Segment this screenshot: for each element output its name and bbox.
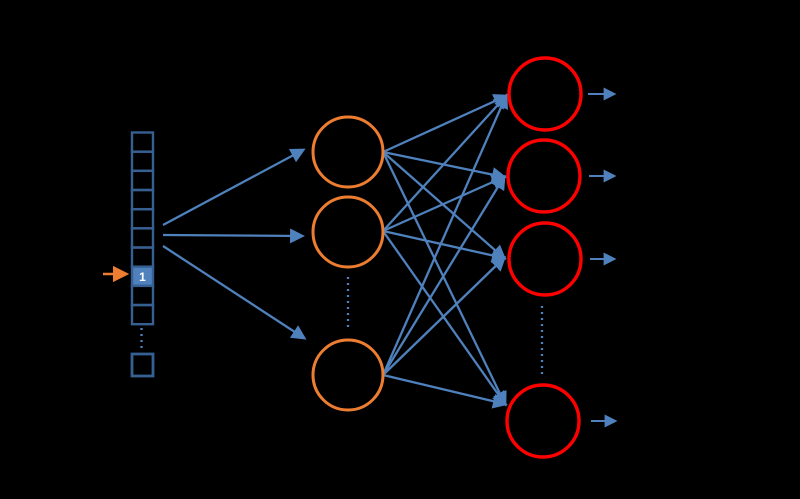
input-vector-cell	[130, 131, 155, 153]
hidden-to-output-edge	[382, 93, 509, 232]
input-to-hidden-arrow	[162, 148, 306, 227]
hidden-to-output-edge	[382, 175, 507, 233]
input-vector-cell	[130, 284, 155, 307]
input-vector-cell	[130, 227, 155, 249]
hidden-to-output-edge	[382, 94, 509, 154]
input-active-value: 1	[139, 270, 146, 284]
input-vector-cell	[130, 303, 155, 326]
input-to-hidden-arrow	[162, 228, 305, 244]
hidden-neuron	[311, 115, 385, 189]
input-vector-cell	[130, 169, 155, 192]
hidden-neuron	[311, 195, 385, 269]
hidden-to-output-edge	[382, 174, 506, 376]
output-neuron	[506, 138, 582, 214]
output-neuron	[507, 56, 583, 132]
hidden-to-output-edge	[382, 373, 508, 409]
output-neuron	[505, 383, 581, 459]
input-vector-cell	[130, 246, 155, 268]
input-to-hidden-arrow	[162, 245, 307, 340]
input-ellipsis-cell	[130, 352, 155, 378]
hidden-to-output-edge	[381, 93, 509, 376]
input-vector-cell	[130, 207, 155, 230]
hidden-to-output-edge	[381, 151, 507, 407]
input-vector-cell	[130, 188, 155, 211]
output-neuron	[507, 221, 583, 297]
hidden-to-output-edge	[382, 255, 507, 376]
hidden-neuron	[311, 338, 385, 412]
hidden-to-output-edge	[382, 229, 507, 263]
input-vector-cell	[130, 150, 155, 173]
